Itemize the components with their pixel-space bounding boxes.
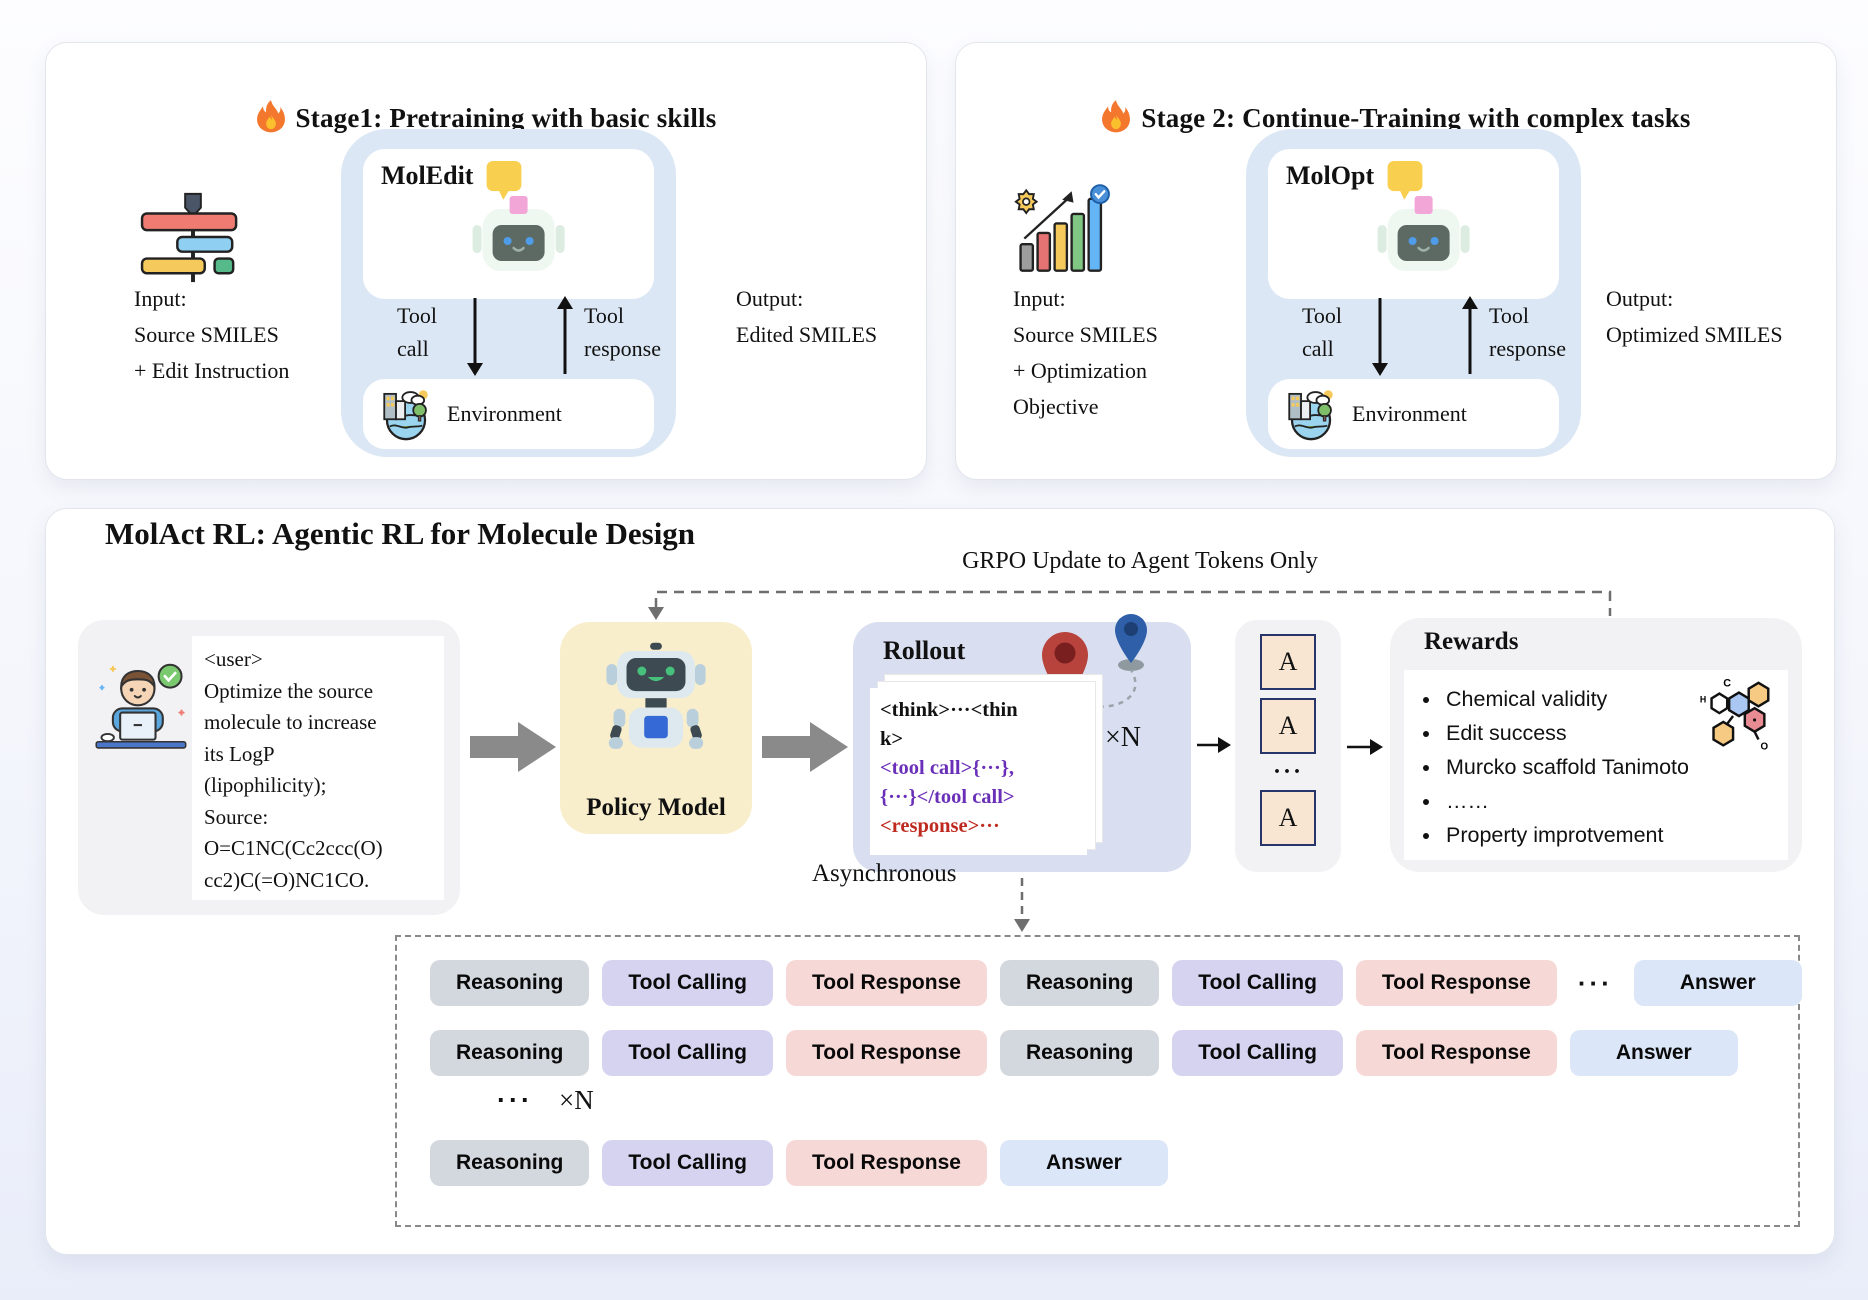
chip-reasoning: Reasoning [430,960,590,1006]
robot-icon [470,193,566,280]
stage2-output-text: Output: Optimized SMILES [1606,286,1783,347]
chip-answer: Answer [999,1140,1168,1186]
svg-text:C: C [1723,678,1731,690]
chip-answer: Answer [1633,960,1802,1006]
policy-model-label: Policy Model [586,794,726,821]
stage1-output-text: Output: Edited SMILES [736,286,878,347]
robot-icon [1375,193,1471,280]
advantage-box: A [1260,634,1316,690]
grpo-update-label: GRPO Update to Agent Tokens Only [962,548,1318,574]
environment-icon [377,383,435,446]
stage2-panel: Stage 2: Continue-Training with complex … [955,42,1837,480]
trajectory-times-n: ···×N [497,1085,594,1115]
tool-response-label: Tool response [1489,303,1566,361]
asynchronous-label: Asynchronous [812,860,957,887]
chip-tool-calling: Tool Calling [602,1140,773,1186]
advantage-column: A A ··· A [1235,620,1341,872]
trajectory-row: Reasoning Tool Calling Tool Response Answer [430,1140,1168,1186]
row-ellipsis: ··· [1577,967,1613,998]
stage2-title: Stage 2: Continue-Training with complex … [956,99,1836,140]
trajectory-row: Reasoning Tool Calling Tool Response Reason… [430,1030,1738,1076]
settings-bars-icon [134,188,252,291]
chip-reasoning: Reasoning [430,1140,590,1186]
agent-name: MolOpt [1286,161,1375,190]
advantage-ellipsis: ··· [1272,759,1303,785]
policy-model-box: Policy Model [560,622,752,834]
rl-title: MolAct RL: Agentic RL for Molecule Desig… [105,516,696,551]
tool-call-label: Tool call [1302,303,1343,361]
trajectory-row: Reasoning Tool Calling Tool Response Reason… [430,960,1802,1006]
reward-item: …… [1442,784,1788,818]
flow-arrow [762,722,848,772]
stage1-input-text: Input: Source SMILES + Edit Instruction [134,286,290,383]
trajectory-dashed-box [395,935,1800,1227]
rollout-times-n: ×N [1105,722,1142,753]
stage1-title: Stage1: Pretraining with basic skills [46,99,926,140]
stage2-input-text: Input: Source SMILES + Optimization Obje… [1013,286,1158,419]
user-prompt-box: <user> Optimize the source molecule to i… [78,620,460,915]
chip-tool-calling: Tool Calling [602,960,773,1006]
molopt-card: MolOpt [1268,149,1559,299]
rewards-card: Chemical validity Edit success Murcko sc… [1404,670,1788,860]
chip-tool-calling: Tool Calling [1172,960,1343,1006]
advantage-box: A [1260,790,1316,846]
chip-tool-calling: Tool Calling [602,1030,773,1076]
chip-tool-response: Tool Response [785,1030,987,1076]
reward-item: Chemical validity [1442,682,1788,716]
flow-arrow [470,722,556,772]
svg-text:O: O [1760,741,1768,752]
rollout-box: Rollout <think>···<thin k> <tool call>{·… [853,614,1191,872]
rewards-title: Rewards [1424,628,1519,655]
reward-item: Property improtvement [1442,818,1788,852]
speech-bubble-icon [1386,159,1424,206]
reward-item: Edit success [1442,716,1788,750]
molecule-icon: C H O [1692,676,1780,765]
molopt-agent-box: MolOpt [1246,129,1581,457]
environment-card: Environment [363,379,654,449]
rollout-title: Rollout [883,636,966,665]
chip-tool-response: Tool Response [785,960,987,1006]
environment-card: Environment [1268,379,1559,449]
chip-reasoning: Reasoning [999,1030,1160,1076]
rewards-box: Rewards Chemical validity Edit success M… [1390,618,1802,872]
stage1-panel: Stage1: Pretraining with basic skills In… [45,42,927,480]
moledit-agent-box: MolEdit [341,129,676,457]
chip-tool-response: Tool Response [1355,1030,1557,1076]
chip-reasoning: Reasoning [999,960,1160,1006]
reward-item: Murcko scaffold Tanimoto [1442,750,1788,784]
person-at-laptop-icon [90,660,194,765]
user-prompt-card: <user> Optimize the source molecule to i… [192,636,444,900]
svg-text:H: H [1700,694,1706,704]
chip-answer: Answer [1569,1030,1738,1076]
moledit-card: MolEdit [363,149,654,299]
environment-label: Environment [1352,401,1467,426]
agent-name: MolEdit [381,161,474,190]
chip-tool-calling: Tool Calling [1172,1030,1343,1076]
advantage-box: A [1260,698,1316,754]
chip-tool-response: Tool Response [785,1140,987,1186]
fire-icon [1101,99,1131,140]
chart-growth-icon [1013,183,1117,284]
chip-tool-response: Tool Response [1355,960,1557,1006]
rewards-list: Chemical validity Edit success Murcko sc… [1404,682,1788,852]
tool-call-label: Tool call [397,303,438,361]
fire-icon [256,99,286,140]
rollout-card-stack: <think>···<thin k> <tool call>{···}, {··… [870,674,1103,855]
environment-icon [1282,383,1340,446]
speech-bubble-icon [485,159,523,206]
chip-reasoning: Reasoning [430,1030,590,1076]
tool-response-label: Tool response [584,303,661,361]
rollout-card: <think>···<thin k> <tool call>{···}, {··… [870,688,1087,855]
environment-label: Environment [447,401,562,426]
policy-robot-icon [597,638,715,761]
